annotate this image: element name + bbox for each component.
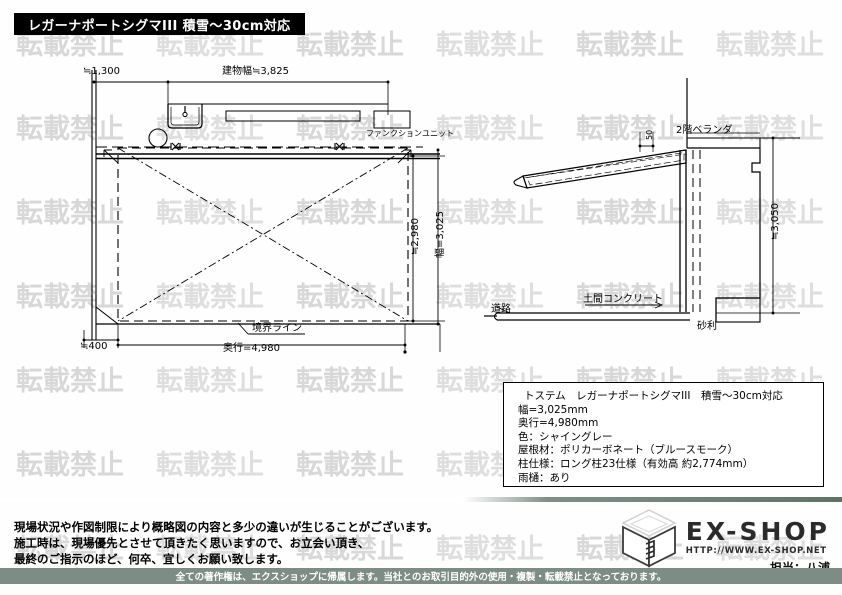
- dim-left-top: ≒1,300: [83, 66, 121, 77]
- title-bar: レガーナポートシグマIII 積雪～30cm対応: [14, 13, 305, 35]
- copyright-text: 全ての著作権は、エクスショップに帰属します。当社とのお取引目的外の使用・複製・転…: [175, 572, 667, 583]
- watermark-tile: 転載禁止: [436, 113, 544, 145]
- notice-line-2: 施工時は、現場優先とさせて頂きたく思いますので、お立会い頂き、: [14, 536, 370, 550]
- watermark-tile: 転載禁止: [716, 29, 824, 61]
- watermark-tile: 転載禁止: [16, 365, 124, 397]
- label-concrete: 土間コンクリート: [583, 294, 663, 305]
- specification-box: トステム レガーナポートシグマIII 積雪～30cm対応 幅=3,025mm 奥…: [503, 382, 824, 487]
- watermark-tile: 転載禁止: [16, 197, 124, 229]
- dim-building-width: 建物幅≒3,825: [222, 66, 290, 77]
- watermark-tile: 転載禁止: [436, 29, 544, 61]
- spec-line-color: 色：シャイングレー: [518, 430, 613, 443]
- spec-line-gutter: 雨樋：あり: [518, 471, 571, 484]
- spec-line-column: 柱仕様：ロング柱23仕様（有効高 約2,774mm）: [518, 457, 754, 470]
- brand-logo-block: EX-SHOP HTTP://WWW.EX-SHOP.NET 担当：八浦: [618, 508, 830, 576]
- watermark-tile: 転載禁止: [576, 197, 684, 229]
- dim-offset: ≒400: [80, 341, 108, 352]
- watermark-tile: 転載禁止: [436, 281, 544, 313]
- watermark-tile: 転載禁止: [16, 113, 124, 145]
- label-gravel: 砂利: [697, 321, 717, 332]
- dim-depth: 奥行=4,980: [223, 343, 281, 354]
- watermark-tile: 転載禁止: [156, 449, 264, 481]
- spec-title: トステム レガーナポートシグマIII 積雪～30cm対応: [524, 390, 783, 402]
- copyright-bar: 全ての著作権は、エクスショップに帰属します。当社とのお取引目的外の使用・複製・転…: [0, 568, 842, 584]
- spec-line-roof-material: 屋根材：ポリカーボネート（ブルースモーク）: [518, 444, 738, 457]
- watermark-tile: 転載禁止: [296, 449, 404, 481]
- bottom-spacer: [0, 584, 842, 595]
- watermark-tile: 転載禁止: [576, 29, 684, 61]
- footer: 現場状況や作図制限により概略図の内容と多少の違いが生じることがございます。 施工…: [0, 502, 842, 575]
- label-function-unit: ファンクションユニット: [366, 129, 454, 138]
- watermark-tile: 転載禁止: [156, 113, 264, 145]
- dim-plan-width: 幅=3,025: [435, 210, 446, 258]
- plan-view-group: [82, 70, 445, 354]
- brand-name: EX-SHOP: [685, 517, 830, 546]
- dim-inner-height: ≒2,980: [410, 217, 421, 255]
- dim-side-height: ≒3,050: [770, 202, 781, 240]
- watermark-tile: 転載禁止: [16, 281, 124, 313]
- page-title: レガーナポートシグマIII 積雪～30cm対応: [28, 18, 291, 34]
- spec-line-width: 幅=3,025mm: [518, 403, 588, 416]
- side-view-group: [484, 78, 800, 323]
- footer-notice: 現場状況や作図制限により概略図の内容と多少の違いが生じることがございます。 施工…: [14, 519, 438, 567]
- brand-text-block: EX-SHOP HTTP://WWW.EX-SHOP.NET 担当：八浦: [686, 508, 830, 576]
- watermark-tile: 転載禁止: [296, 113, 404, 145]
- label-road: 道路: [491, 304, 511, 315]
- notice-line-1: 現場状況や作図制限により概略図の内容と多少の違いが生じることがございます。: [14, 520, 439, 534]
- spec-line-depth: 奥行=4,980mm: [518, 417, 599, 430]
- cube-logo-icon: [618, 508, 680, 568]
- label-veranda: 2階ベランダ: [676, 125, 733, 136]
- watermark-tile: 転載禁止: [296, 197, 404, 229]
- watermark-tile: 転載禁止: [16, 449, 124, 481]
- watermark-tile: 転載禁止: [296, 365, 404, 397]
- notice-line-3: 最終のご指示のほど、何卒、宜しくお願い致します。: [14, 552, 289, 566]
- label-boundary-line: 境界ライン: [252, 323, 302, 334]
- brand-url: HTTP://WWW.EX-SHOP.NET: [685, 546, 827, 556]
- watermark-tile: 転載禁止: [156, 197, 264, 229]
- footer-divider-bar: [0, 497, 842, 502]
- dim-eaves: 50: [645, 129, 654, 140]
- watermark-tile: 転載禁止: [716, 281, 824, 313]
